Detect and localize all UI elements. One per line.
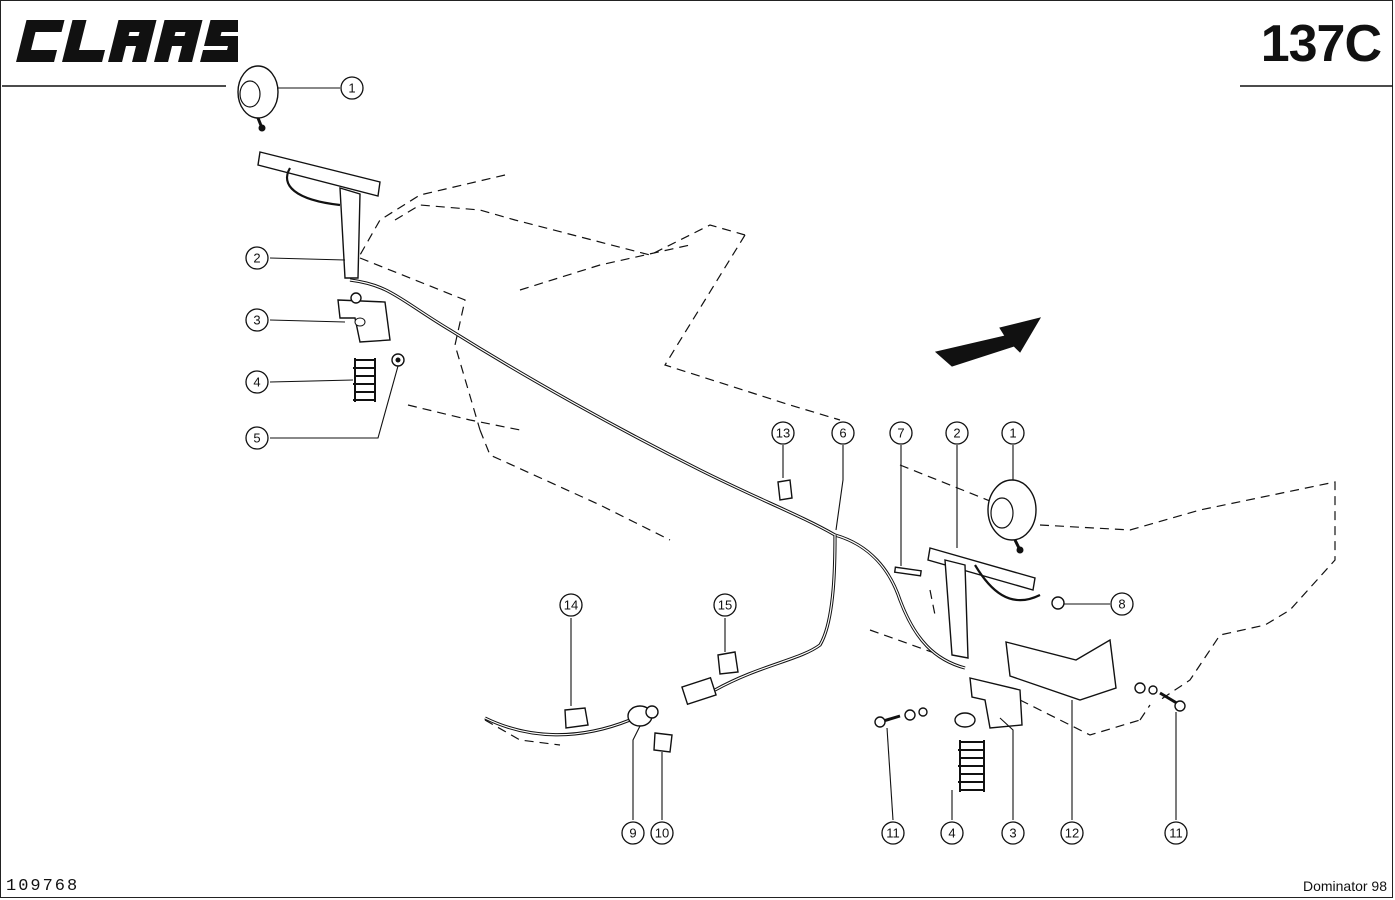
callout-7-pin: 7 [889, 421, 913, 445]
svg-text:7: 7 [897, 426, 904, 441]
svg-text:6: 6 [839, 426, 846, 441]
callout-15-clip: 15 [713, 593, 737, 617]
lamp-left [237, 65, 279, 132]
svg-text:3: 3 [1009, 826, 1016, 841]
svg-text:14: 14 [564, 598, 578, 613]
pin-part-7 [893, 566, 922, 577]
callout-1-lamp-right: 1 [1001, 421, 1025, 445]
callout-12-cover: 12 [1060, 821, 1084, 845]
lamp-right [987, 479, 1037, 554]
machine-outline [359, 174, 1336, 746]
direction-arrow [934, 317, 1042, 367]
bracket-left [257, 151, 381, 279]
callout-2-bracket-right: 2 [945, 421, 969, 445]
nut-part-8 [1051, 596, 1065, 610]
callout-3-plate-left: 3 [245, 308, 269, 332]
svg-text:12: 12 [1065, 826, 1079, 841]
callout-13-clip: 13 [771, 421, 795, 445]
svg-text:2: 2 [253, 251, 260, 266]
bracket-right [927, 547, 1041, 659]
svg-text:2: 2 [953, 426, 960, 441]
svg-text:4: 4 [948, 826, 955, 841]
callout-5-nut: 5 [245, 426, 269, 450]
spring-left [353, 358, 376, 402]
spring-right [958, 740, 985, 792]
svg-text:15: 15 [718, 598, 732, 613]
clip-part-15 [717, 651, 739, 675]
svg-text:13: 13 [776, 426, 790, 441]
callout-4-spring-left: 4 [245, 370, 269, 394]
svg-text:5: 5 [253, 431, 260, 446]
callout-14-clip: 14 [559, 593, 583, 617]
clip-part-10 [653, 732, 673, 753]
cover-plate-part-12 [1005, 638, 1117, 701]
svg-text:11: 11 [1169, 826, 1183, 841]
svg-text:1: 1 [348, 81, 355, 96]
callout-9-connector: 9 [621, 821, 645, 845]
callout-11-bolt-right: 11 [1164, 821, 1188, 845]
clip-part-14 [564, 707, 589, 729]
bolt-set-left [874, 707, 928, 728]
model-label: Dominator 98 [1302, 878, 1387, 894]
callout-labels: 1 2 3 4 5 1 2 7 13 6 8 14 15 9 10 11 4 3… [245, 76, 1188, 845]
mount-plate-right [954, 677, 1023, 729]
svg-text:9: 9 [629, 826, 636, 841]
page-code: 137C [1260, 15, 1382, 73]
svg-text:1: 1 [1009, 426, 1016, 441]
callout-3-plate-right: 3 [1001, 821, 1025, 845]
cable-harness [349, 278, 966, 706]
svg-text:4: 4 [253, 375, 260, 390]
svg-text:3: 3 [253, 313, 260, 328]
svg-text:11: 11 [886, 826, 900, 841]
nut-left [391, 353, 405, 367]
bolt-set-right [1134, 682, 1186, 712]
drawing-number: 109768 [6, 877, 80, 896]
callout-6-harness: 6 [831, 421, 855, 445]
mount-plate-left [337, 292, 391, 343]
leader-lines [269, 87, 1177, 821]
callout-11-bolt-left: 11 [881, 821, 905, 845]
callout-1-lamp-left: 1 [340, 76, 364, 100]
clip-part-13 [777, 479, 793, 501]
callout-4-spring-right: 4 [940, 821, 964, 845]
svg-text:10: 10 [655, 826, 669, 841]
claas-logo [16, 20, 238, 62]
connector-part-9 [484, 705, 659, 737]
svg-text:8: 8 [1118, 597, 1125, 612]
callout-10-clip: 10 [650, 821, 674, 845]
callout-8-nut: 8 [1110, 592, 1134, 616]
callout-2-bracket-left: 2 [245, 246, 269, 270]
